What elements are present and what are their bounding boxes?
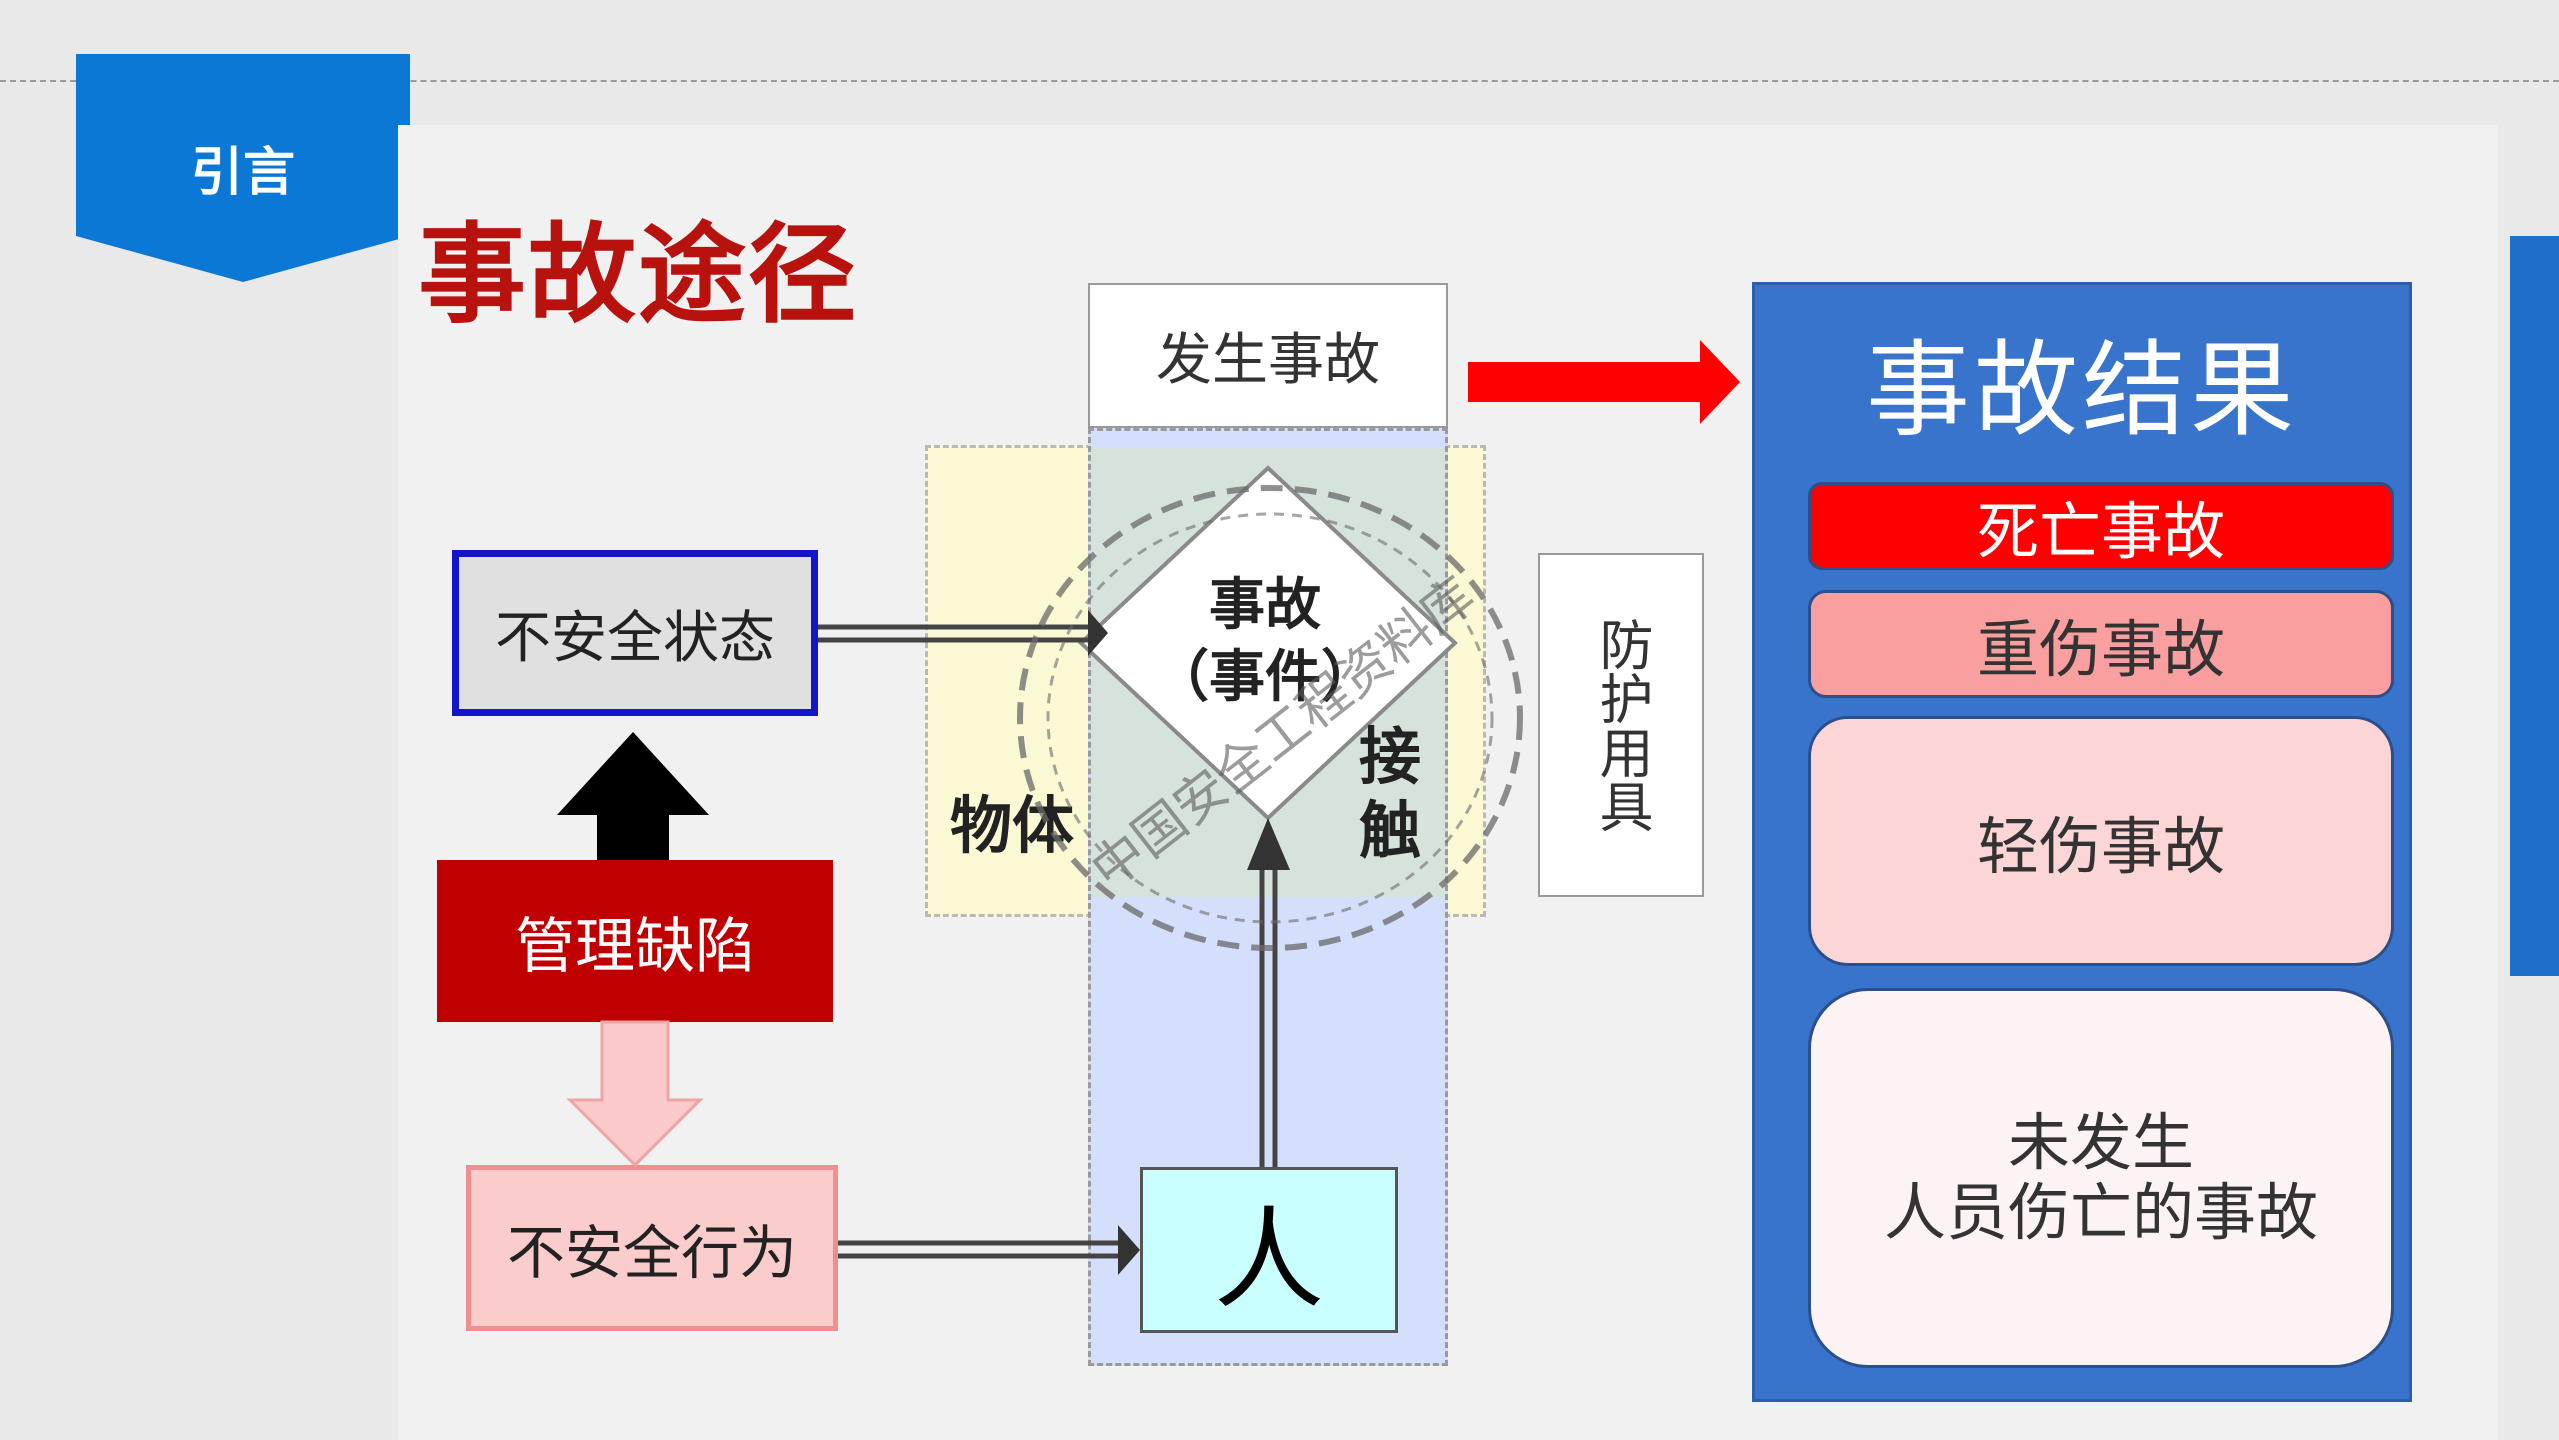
edge-tab xyxy=(2510,236,2559,976)
no-casualty-line1: 未发生 xyxy=(2007,1106,2194,1179)
accident-diamond-label: 事故 （事件） xyxy=(1150,570,1380,714)
result-fatal: 死亡事故 xyxy=(1808,482,2394,570)
results-title: 事故结果 xyxy=(1865,329,2298,451)
result-minor-injury: 轻伤事故 xyxy=(1808,716,2394,966)
accident-occurs-box: 发生事故 xyxy=(1088,283,1448,428)
section-label: 引言 xyxy=(190,143,295,203)
result-no-casualty: 未发生 人员伤亡的事故 xyxy=(1808,988,2394,1368)
person-box: 人 xyxy=(1140,1167,1398,1333)
accident-label: 事故 xyxy=(1209,573,1321,638)
management-defect-box: 管理缺陷 xyxy=(437,860,833,1022)
slide-title: 事故途径 xyxy=(418,213,859,338)
watermark-stamp xyxy=(1017,485,1523,951)
header-divider xyxy=(0,80,2559,82)
arrow-to-results xyxy=(1468,340,1740,424)
no-casualty-line2: 人员伤亡的事故 xyxy=(1883,1176,2318,1249)
unsafe-act-box: 不安全行为 xyxy=(466,1165,838,1331)
object-label: 物体 xyxy=(950,789,1075,862)
protective-equipment-box: 防护用具 xyxy=(1538,553,1704,897)
protective-equipment-label: 防护用具 xyxy=(1590,617,1653,833)
arrow-mgmt-to-act xyxy=(566,1020,704,1168)
section-banner xyxy=(76,54,410,282)
arrow-mgmt-to-state xyxy=(557,732,709,860)
unsafe-state-box: 不安全状态 xyxy=(452,550,818,716)
contact-label: 接触 xyxy=(1358,720,1421,867)
accident-event-label: （事件） xyxy=(1153,645,1377,710)
result-serious-injury: 重伤事故 xyxy=(1808,590,2394,698)
